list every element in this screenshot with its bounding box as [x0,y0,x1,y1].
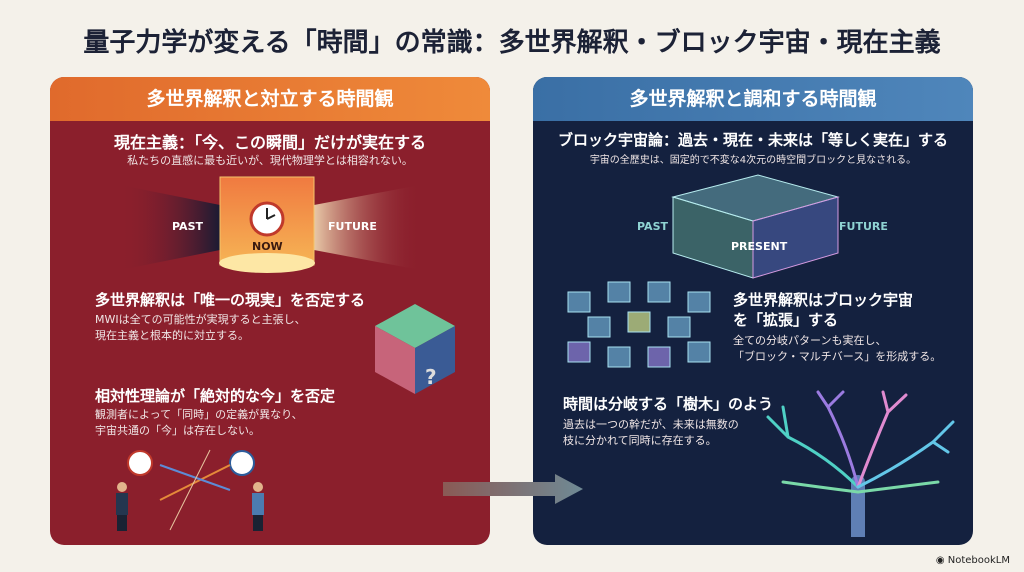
mwi-extends-line1: 全ての分岐パターンも実在し、 [733,334,887,347]
branching-tree-line1: 過去は一つの幹だが、未来は無数の [563,418,739,431]
question-mark: ? [425,365,437,389]
question-cube-icon [375,304,455,394]
right-panel: 多世界解釈と調和する時間観 ブロック宇宙論：過去・現在・未来は「等しく実在」する… [533,77,973,545]
block-universe-title: ブロック宇宙論：過去・現在・未来は「等しく実在」する [557,131,948,149]
right-panel-header: 多世界解釈と調和する時間観 [533,77,973,121]
clock-icon [127,450,153,476]
mwi-extends-title-line1: 多世界解釈はブロック宇宙 [733,291,914,309]
branching-tree-icon [766,390,955,537]
presentism-subtitle: 私たちの直感に最も近いが、現代物理学とは相容れない。 [127,154,413,167]
mwi-extends-line2: 「ブロック・マルチバース」を形成する。 [733,350,942,363]
now-label: NOW [252,240,283,253]
mwi-denies-title: 多世界解釈は「唯一の現実」を否定する [95,291,366,309]
left-panel-header: 多世界解釈と対立する時間観 [50,77,490,121]
notebooklm-icon: ◉ [935,555,948,566]
now-spotlight-illustration [120,176,420,273]
present-label: PRESENT [731,240,788,253]
block-multiverse-illustration [567,281,711,368]
future-label: FUTURE [839,220,888,233]
block-universe-subtitle: 宇宙の全歴史は、固定的で不変な4次元の時空間ブロックと見なされる。 [589,155,917,166]
relativity-title: 相対性理論が「絶対的な今」を否定 [95,387,336,405]
mwi-denies-line1: MWIは全ての可能性が実現すると主張し、 [95,313,306,326]
spacetime-block-illustration [671,174,840,279]
relativity-line2: 宇宙共通の「今」は存在しない。 [95,424,260,437]
logo-text: NotebookLM [947,555,1010,566]
future-label: FUTURE [328,220,377,233]
relativity-line1: 観測者によって「同時」の定義が異なり、 [95,408,303,421]
clock-icon [229,450,255,476]
past-label: PAST [172,220,203,233]
mwi-denies-line2: 現在主義と根本的に対立する。 [95,329,249,342]
notebooklm-logo: ◉ NotebookLM [936,555,1010,566]
observers-illustration [116,449,264,531]
left-panel: 多世界解釈と対立する時間観 現在主義：「今、この瞬間」だけが実在する 私たちの直… [50,77,490,545]
mwi-extends-title-line2: を「拡張」する [733,311,839,329]
branching-tree-line2: 枝に分かれて同時に存在する。 [563,434,717,447]
page-title: 量子力学が変える「時間」の常識：多世界解釈・ブロック宇宙・現在主義 [83,28,941,58]
presentism-title: 現在主義：「今、この瞬間」だけが実在する [113,133,426,152]
past-label: PAST [637,220,668,233]
branching-tree-title: 時間は分岐する「樹木」のよう [563,395,774,413]
arrow-right-icon [443,474,583,504]
